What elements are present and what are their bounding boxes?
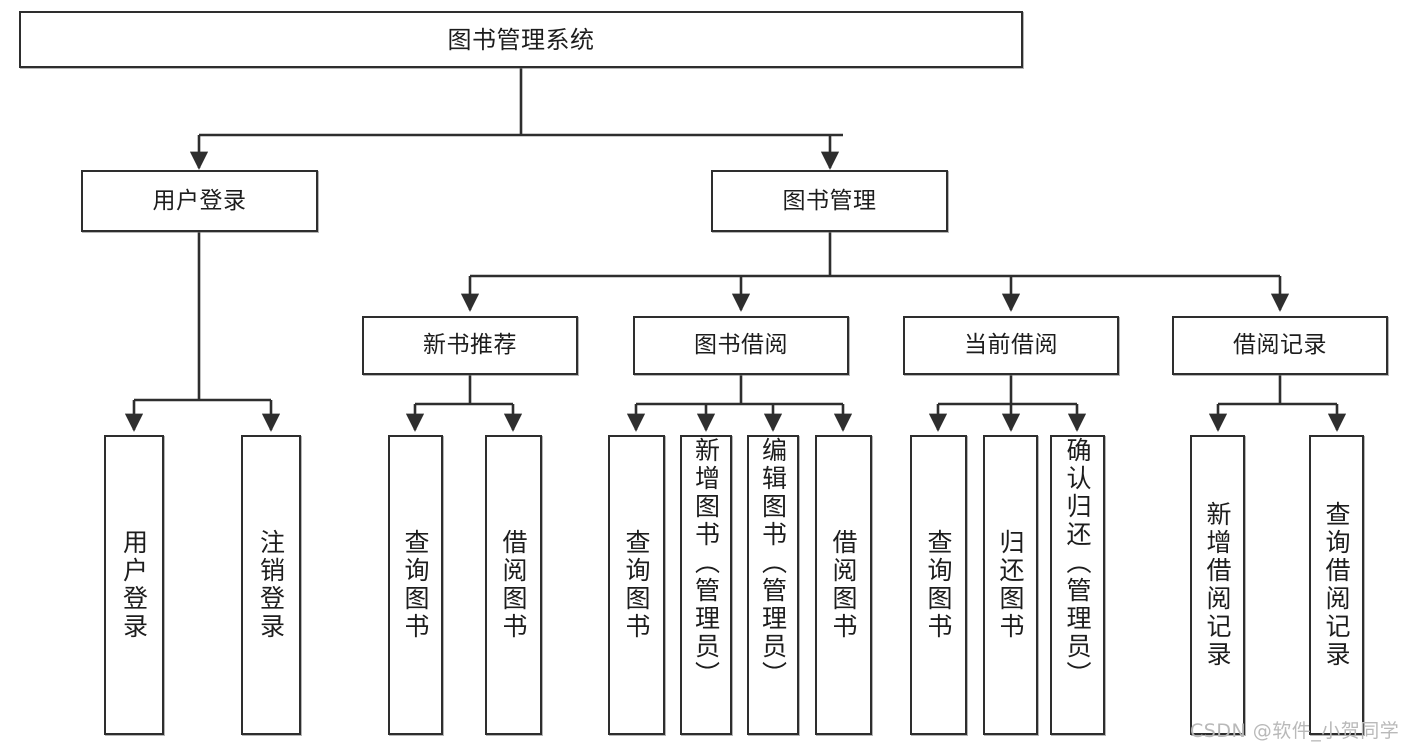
leaf-borrow-book[interactable]: 借阅图书 (815, 435, 872, 735)
leaf-query-books-recommend-label: 查询图书 (401, 529, 430, 641)
leaf-query-books-recommend[interactable]: 查询图书 (388, 435, 443, 735)
node-root[interactable]: 图书管理系统 (19, 11, 1023, 68)
leaf-confirm-return-admin-label: 确认归还（管理员） (1063, 437, 1092, 689)
leaf-logout[interactable]: 注销登录 (241, 435, 301, 735)
node-book-management-label: 图书管理 (782, 187, 877, 214)
leaf-return-book-label: 归还图书 (996, 529, 1025, 641)
node-book-borrow[interactable]: 图书借阅 (633, 316, 849, 375)
leaf-borrow-books-recommend-label: 借阅图书 (499, 529, 528, 641)
node-new-book-recommend[interactable]: 新书推荐 (362, 316, 578, 375)
leaf-logout-label: 注销登录 (256, 529, 286, 641)
node-borrow-records[interactable]: 借阅记录 (1172, 316, 1388, 375)
leaf-add-borrow-record-label: 新增借阅记录 (1203, 501, 1232, 669)
leaf-borrow-book-label: 借阅图书 (829, 529, 858, 641)
leaf-query-books-current[interactable]: 查询图书 (910, 435, 967, 735)
leaf-confirm-return-admin[interactable]: 确认归还（管理员） (1050, 435, 1105, 735)
node-root-label: 图书管理系统 (447, 25, 595, 54)
leaf-edit-book-admin[interactable]: 编辑图书（管理员） (747, 435, 799, 735)
node-borrow-records-label: 借阅记录 (1233, 332, 1327, 358)
leaf-user-login[interactable]: 用户登录 (104, 435, 164, 735)
leaf-edit-book-admin-label: 编辑图书（管理员） (758, 437, 788, 689)
leaf-user-login-label: 用户登录 (119, 529, 149, 641)
node-book-borrow-label: 图书借阅 (694, 332, 788, 358)
leaf-add-book-admin-label: 新增图书（管理员） (691, 437, 721, 689)
csdn-watermark: CSDN @软件_小贺同学 (1190, 720, 1400, 742)
leaf-add-borrow-record[interactable]: 新增借阅记录 (1190, 435, 1245, 735)
leaf-query-borrow-record[interactable]: 查询借阅记录 (1309, 435, 1364, 735)
node-book-management[interactable]: 图书管理 (711, 170, 948, 232)
leaf-return-book[interactable]: 归还图书 (983, 435, 1038, 735)
leaf-borrow-books-recommend[interactable]: 借阅图书 (485, 435, 542, 735)
node-user-login-label: 用户登录 (152, 187, 247, 214)
node-current-borrow-label: 当前借阅 (964, 332, 1058, 358)
leaf-add-book-admin[interactable]: 新增图书（管理员） (680, 435, 732, 735)
leaf-query-books-borrow[interactable]: 查询图书 (608, 435, 665, 735)
node-current-borrow[interactable]: 当前借阅 (903, 316, 1119, 375)
node-new-book-recommend-label: 新书推荐 (423, 332, 517, 358)
leaf-query-borrow-record-label: 查询借阅记录 (1322, 501, 1351, 669)
leaf-query-books-borrow-label: 查询图书 (622, 529, 651, 641)
node-user-login[interactable]: 用户登录 (81, 170, 318, 232)
leaf-query-books-current-label: 查询图书 (924, 529, 953, 641)
